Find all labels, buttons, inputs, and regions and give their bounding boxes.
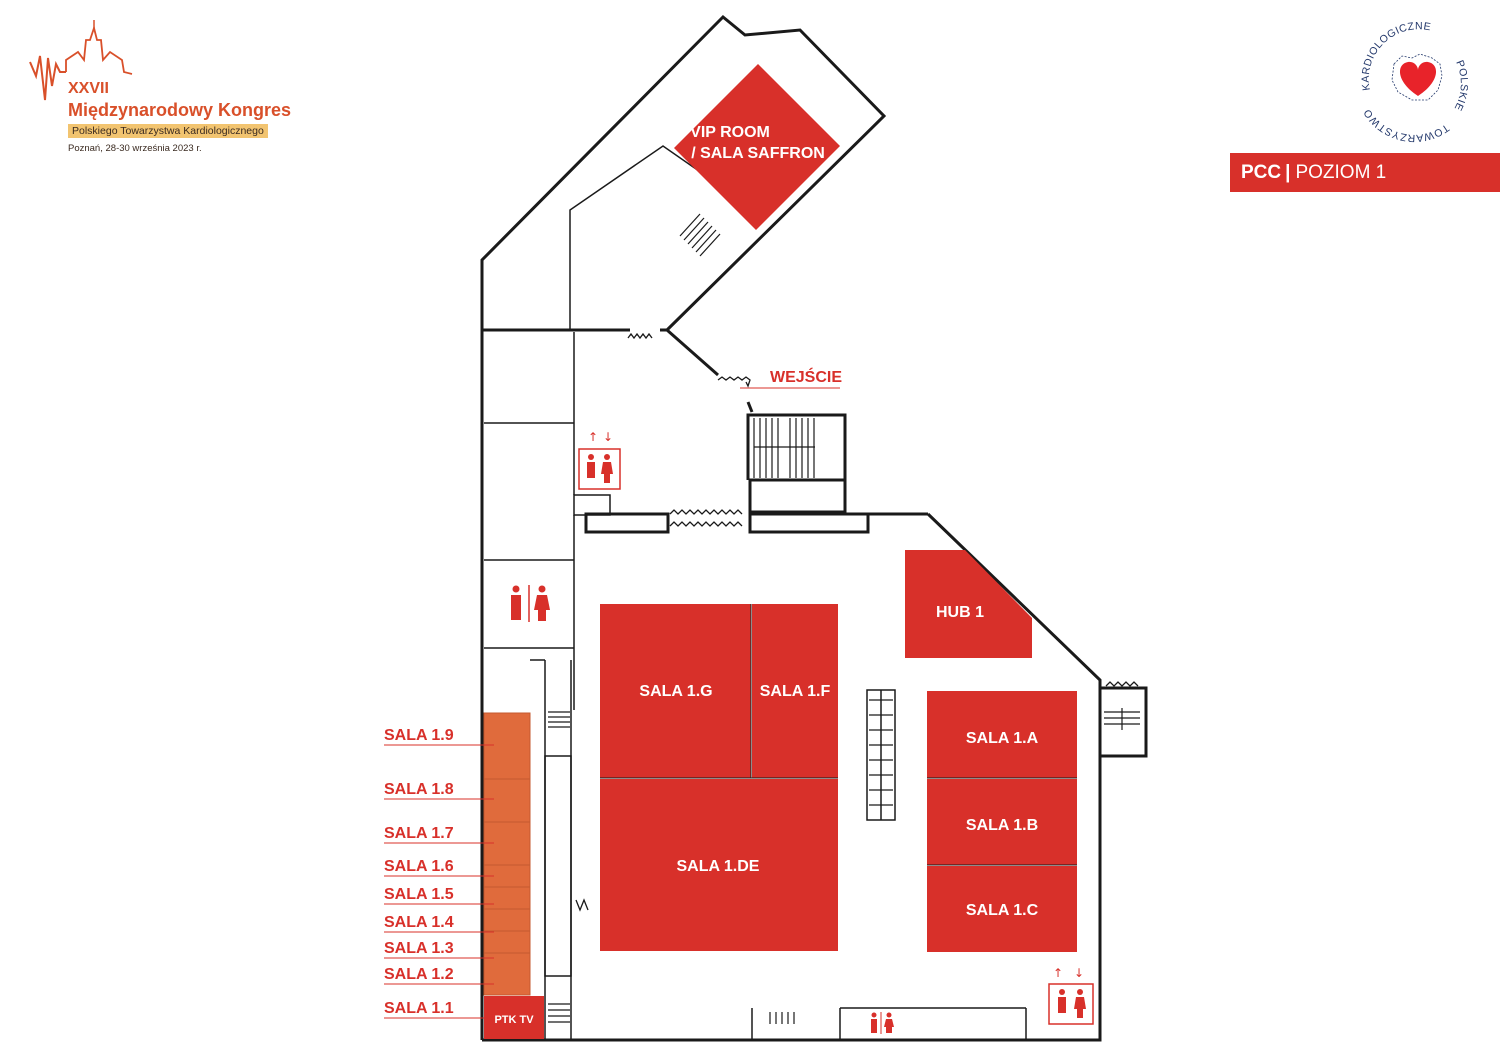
room-sala-1-3[interactable] bbox=[483, 930, 531, 954]
room-sala-1-5[interactable] bbox=[483, 886, 531, 910]
hall-sala-1b[interactable]: SALA 1.B bbox=[927, 779, 1077, 865]
hall-sala-1g[interactable]: SALA 1.G bbox=[600, 604, 751, 778]
hall-sala-1c-label: SALA 1.C bbox=[966, 902, 1039, 919]
label-sala-1-3: SALA 1.3 bbox=[384, 940, 454, 957]
heart-icon bbox=[1399, 61, 1437, 96]
label-sala-1-7: SALA 1.7 bbox=[384, 825, 454, 842]
side-labels: SALA 1.9 SALA 1.8 SALA 1.7 SALA 1.6 SALA… bbox=[384, 727, 494, 1019]
society-name: Polskiego Towarzystwa Kardiologicznego bbox=[68, 124, 268, 138]
svg-text:TOWARZYSTWO: TOWARZYSTWO bbox=[1361, 107, 1451, 144]
hall-sala-1g-label: SALA 1.G bbox=[639, 683, 712, 700]
svg-text:POLSKIE: POLSKIE bbox=[1451, 59, 1470, 113]
society-seal: KARDIOLOGICZNE POLSKIE TOWARZYSTWO bbox=[1360, 20, 1474, 144]
label-sala-1-8: SALA 1.8 bbox=[384, 781, 454, 798]
congress-dates: Poznań, 28-30 września 2023 r. bbox=[68, 143, 202, 154]
hall-vip-label-2: / SALA SAFFRON bbox=[691, 145, 825, 162]
banner-separator: | bbox=[1285, 161, 1291, 183]
stairs-icon bbox=[548, 213, 1140, 1024]
entrance-label: WEJŚCIE bbox=[770, 367, 842, 386]
label-sala-1-9: SALA 1.9 bbox=[384, 727, 454, 744]
hall-vip-label-1: VIP ROOM bbox=[690, 124, 770, 141]
svg-text:↑: ↑ bbox=[588, 430, 598, 444]
room-sala-1-8[interactable] bbox=[483, 778, 531, 823]
congress-number: XXVII bbox=[68, 80, 109, 97]
svg-text:↓: ↓ bbox=[603, 430, 613, 444]
hall-sala-1a[interactable]: SALA 1.A bbox=[927, 691, 1077, 778]
elevator-icon: ↑ ↓ bbox=[578, 430, 621, 490]
restroom-icon bbox=[511, 585, 550, 622]
label-sala-1-6: SALA 1.6 bbox=[384, 858, 454, 875]
hall-hub-1[interactable]: HUB 1 bbox=[905, 550, 1032, 658]
building-outline bbox=[480, 14, 1148, 1042]
hall-sala-1de[interactable]: SALA 1.DE bbox=[600, 779, 838, 951]
elevator-icon: ↑ ↓ bbox=[1048, 966, 1094, 1025]
restroom-icon bbox=[871, 1012, 894, 1034]
label-sala-1-1: SALA 1.1 bbox=[384, 1000, 454, 1017]
seal-text-right: POLSKIE bbox=[1451, 59, 1469, 113]
hall-sala-1c[interactable]: SALA 1.C bbox=[927, 866, 1077, 952]
seal-text-bottom: TOWARZYSTWO bbox=[1361, 107, 1450, 144]
room-sala-1-4[interactable] bbox=[483, 908, 531, 932]
level-banner: PCC | POZIOM 1 bbox=[1230, 153, 1500, 192]
room-sala-1-2[interactable] bbox=[483, 952, 531, 996]
room-ptk-tv-label: PTK TV bbox=[494, 1014, 534, 1026]
cathedral-icon bbox=[29, 20, 133, 101]
label-sala-1-2: SALA 1.2 bbox=[384, 966, 454, 983]
svg-text:↑: ↑ bbox=[1053, 966, 1063, 980]
room-sala-1-9[interactable] bbox=[483, 712, 531, 780]
hall-sala-1a-label: SALA 1.A bbox=[966, 730, 1039, 747]
door-icon bbox=[575, 332, 1139, 912]
hall-sala-1f-label: SALA 1.F bbox=[760, 683, 831, 700]
level-name: POZIOM 1 bbox=[1295, 161, 1387, 183]
hall-sala-1de-label: SALA 1.DE bbox=[677, 858, 760, 875]
hall-vip-room[interactable]: VIP ROOM / SALA SAFFRON bbox=[674, 64, 840, 230]
venue-name: PCC bbox=[1241, 161, 1282, 183]
label-sala-1-5: SALA 1.5 bbox=[384, 886, 454, 903]
label-sala-1-4: SALA 1.4 bbox=[384, 914, 454, 931]
svg-text:↓: ↓ bbox=[1074, 966, 1084, 980]
congress-title: Międzynarodowy Kongres bbox=[68, 100, 292, 120]
hall-hub-1-label: HUB 1 bbox=[936, 604, 984, 621]
entrance-marker[interactable]: WEJŚCIE bbox=[740, 367, 842, 389]
hall-sala-1f[interactable]: SALA 1.F bbox=[752, 604, 838, 778]
hall-sala-1b-label: SALA 1.B bbox=[966, 817, 1038, 834]
congress-logo: XXVII Międzynarodowy Kongres Polskiego T… bbox=[68, 80, 291, 154]
escalator-icon bbox=[866, 689, 896, 821]
